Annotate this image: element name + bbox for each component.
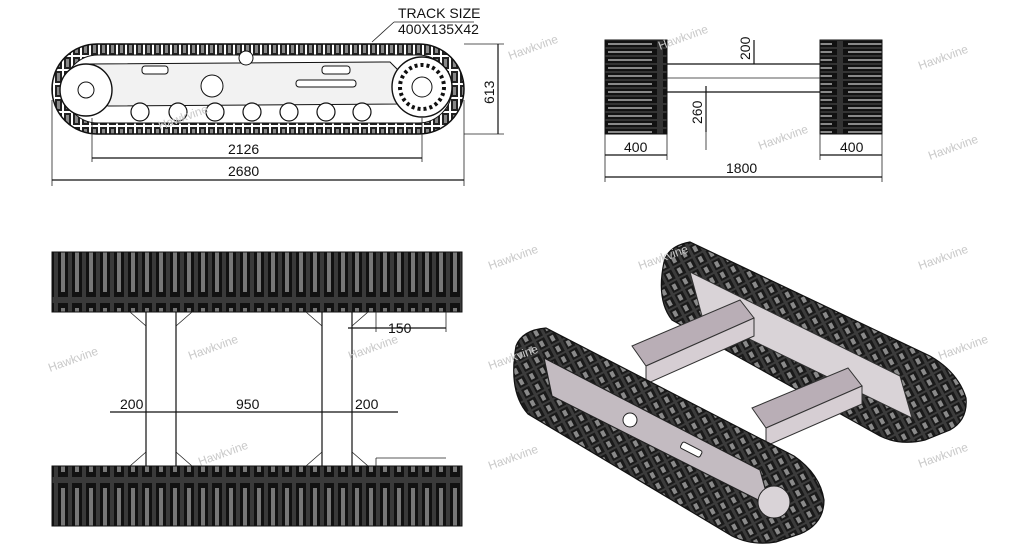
iso-sprocket xyxy=(757,485,791,519)
front-left-track xyxy=(604,39,668,135)
crossbeam-right xyxy=(305,311,369,467)
front-right-track xyxy=(819,39,883,135)
watermark-5: Hawkvine xyxy=(756,122,810,153)
dim-frame-height-260: 260 xyxy=(689,100,705,124)
watermark-10: Hawkvine xyxy=(186,332,240,363)
watermark-2: Hawkvine xyxy=(506,32,560,63)
frame-slot-left xyxy=(141,65,169,75)
watermark-3: Hawkvine xyxy=(656,22,710,53)
dim-clearance-200: 200 xyxy=(737,36,753,60)
dim-wheelbase-2126: 2126 xyxy=(228,141,259,157)
watermark-12: Hawkvine xyxy=(346,332,400,363)
frame-slot-long xyxy=(295,79,357,88)
track-size-value: 400X135X42 xyxy=(398,21,479,37)
watermark-17: Hawkvine xyxy=(916,440,970,471)
dim-beam-gap-950: 950 xyxy=(236,396,260,412)
front-view: 200 260 400 400 1800 xyxy=(604,36,883,182)
iso-beam-rear-side xyxy=(645,317,755,385)
dim-left-track-400: 400 xyxy=(624,139,648,155)
watermark-11: Hawkvine xyxy=(46,344,100,375)
top-view: 150 200 950 200 xyxy=(51,251,463,527)
dim-right-track-400: 400 xyxy=(840,139,864,155)
watermark-14: Hawkvine xyxy=(936,332,990,363)
side-view: TRACK SIZE 400X135X42 613 2126 2680 xyxy=(51,5,504,186)
watermark-7: Hawkvine xyxy=(486,242,540,273)
iso-beam-front-side xyxy=(765,385,863,447)
sprocket-hub xyxy=(411,76,433,98)
dim-height-613: 613 xyxy=(481,80,497,104)
iso-frame-slot xyxy=(680,441,703,458)
watermark-9: Hawkvine xyxy=(916,242,970,273)
watermark-4: Hawkvine xyxy=(916,42,970,73)
carrier-roller xyxy=(238,50,254,66)
isometric-view xyxy=(513,241,967,544)
dim-offset-150: 150 xyxy=(388,320,412,336)
frame-hole xyxy=(200,74,224,98)
top-upper-track xyxy=(51,251,463,313)
sprocket-teeth xyxy=(398,63,446,111)
dim-beam-right-200: 200 xyxy=(355,396,379,412)
dim-length-2680: 2680 xyxy=(228,163,259,179)
track-rollers xyxy=(130,102,372,122)
top-lower-track xyxy=(51,465,463,527)
frame-slot-right xyxy=(321,65,351,75)
idler-wheel xyxy=(59,63,113,117)
track-size-title: TRACK SIZE xyxy=(398,5,480,21)
watermark-6: Hawkvine xyxy=(926,132,980,163)
dim-total-width-1800: 1800 xyxy=(726,160,757,176)
dim-beam-left-200: 200 xyxy=(120,396,144,412)
crossbeam-left xyxy=(129,311,193,467)
watermark-16: Hawkvine xyxy=(486,442,540,473)
idler-hub xyxy=(77,81,95,99)
watermark-15: Hawkvine xyxy=(196,438,250,469)
iso-frame-hole xyxy=(622,412,638,428)
